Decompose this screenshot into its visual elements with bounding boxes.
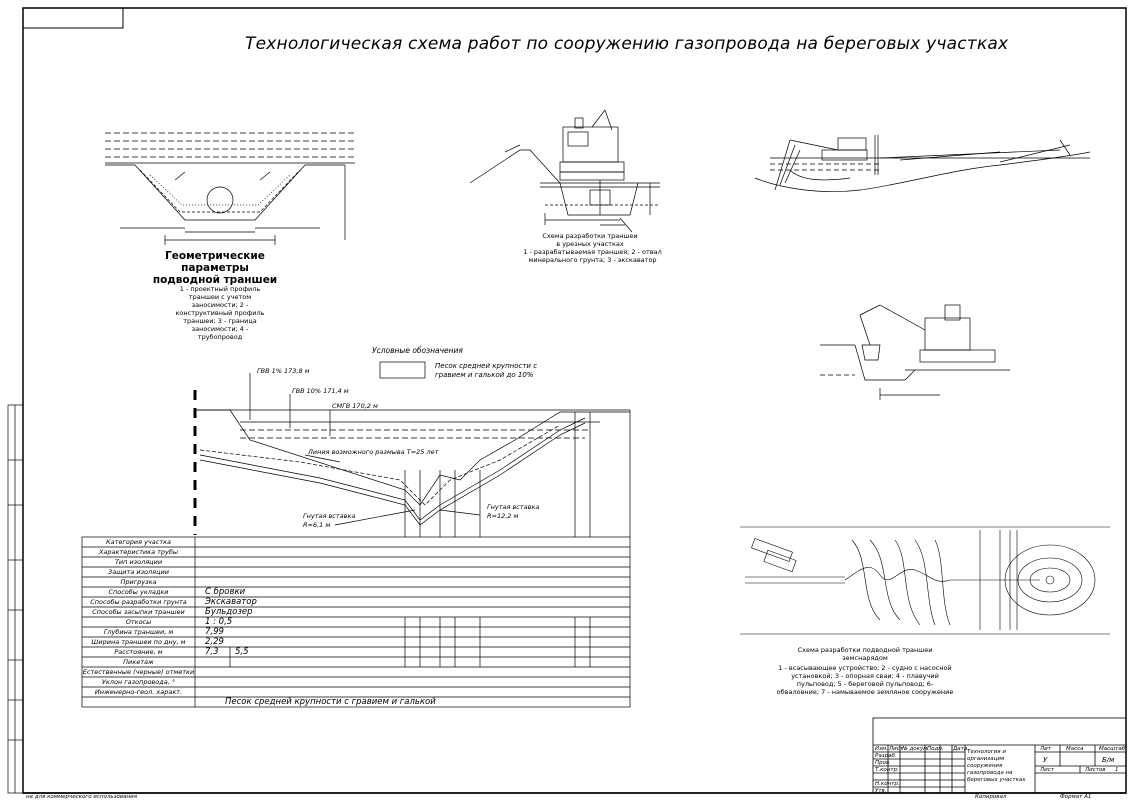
legend-item: Песок средней крупности с гравием и галь… [435, 362, 538, 379]
stamp-row-razrab: Разраб. [875, 753, 897, 759]
stamp-copied: Копировал [975, 794, 1007, 800]
bank-excavator-figure [820, 304, 1010, 400]
legend-title: Условные обозначения [372, 346, 463, 355]
bend-left-name: Гнутая вставка [303, 512, 356, 520]
table-row-label: Естественные (черные) отметки [82, 668, 195, 676]
excavator-figure [469, 109, 660, 233]
value-geology: Песок средней крупности с гравием и галь… [225, 697, 436, 707]
stamp-row-prov: Пров. [875, 760, 891, 766]
stamp-hdr-scale: Масштаб [1099, 746, 1126, 752]
level-smgv: СМГВ 170,2 м [332, 402, 378, 410]
stamp-row-sign: Подп. [927, 746, 944, 752]
stamp-hdr-mass: Масса [1066, 746, 1084, 752]
stamp-row-izm: Изм. [875, 746, 888, 752]
stamp-row-date: Дата [953, 746, 968, 752]
value-depth: 7,99 [205, 627, 224, 637]
table-row-label: Уклон газопровода, ° [101, 678, 176, 686]
trench-heading: Геометрические параметры подводной транш… [152, 250, 278, 286]
table-row-label: Ширина траншеи по дну, м [91, 638, 186, 646]
stamp-row-list: Лист [889, 746, 903, 752]
excavator-heading: Схема разработки траншеи в урезных участ… [542, 232, 638, 248]
table-row-label: Категория участка [105, 538, 172, 546]
footer-left: не для коммерческого использования [26, 794, 138, 800]
bend-right-name: Гнутая вставка [487, 503, 540, 511]
value-width: 2,29 [205, 637, 224, 647]
table-row-label: Способы засыпки траншеи [92, 608, 185, 616]
bend-right-radius: R=12,2 м [487, 512, 519, 520]
washout-label: Линия возможного размыва T=25 лет [308, 448, 439, 456]
table-row-label: Тип изоляции [114, 558, 163, 566]
stamp-row-nkontr: Н.контр. [875, 781, 900, 787]
level-gvv10: ГВВ 10% 171,4 м [292, 387, 349, 395]
stamp-hdr-lit: Лит [1040, 746, 1051, 752]
trench-section-figure [105, 132, 355, 245]
binding-strip [7, 404, 24, 794]
value-distance-2: 5,5 [235, 647, 249, 657]
table-row-label: Расстояние, м [114, 648, 163, 656]
value-distance-1: 7,3 [205, 647, 219, 657]
trench-legend: 1 - проектный профиль траншеи с учетом з… [175, 285, 265, 341]
stamp-sheets-label: Листов [1085, 767, 1106, 773]
table-row-label: Способы разработки грунта [90, 598, 187, 606]
stamp-row-doc: № докум. [902, 746, 930, 752]
profile-table-grid [81, 536, 631, 708]
stamp-sheets-value: 1 [1115, 767, 1119, 773]
value-slopes: 1 : 0,5 [205, 617, 233, 627]
sheet-title: Технологическая схема работ по сооружени… [245, 34, 1009, 54]
bend-left-radius: R=6,1 м [303, 521, 331, 529]
table-row-label: Способы укладки [108, 588, 169, 596]
dredge-plan-figure [740, 526, 1110, 635]
stamp-doc-title: Технология и организация сооружения газо… [967, 749, 1026, 783]
stamp-row-utv: Утв. [875, 788, 887, 794]
value-laying: С бровки [205, 587, 246, 597]
table-row-label: Инженерно-геол. характ. [94, 688, 183, 696]
level-gvv1: ГВВ 1% 173,8 м [257, 367, 310, 375]
table-labels: Категория участка Характеристика трубы Т… [82, 537, 195, 697]
table-row-label: Пригрузка [120, 578, 157, 586]
stamp-scale-value: Б/м [1102, 756, 1115, 764]
table-row-label: Защита изоляции [108, 568, 169, 576]
table-row-label: Откосы [125, 618, 152, 626]
dredge-legend: 1 - всасывающее устройство; 2 - судно с … [776, 664, 954, 696]
value-backfill: Бульдозер [205, 607, 253, 617]
stamp-format: Формат А1 [1060, 794, 1092, 800]
table-row-label: Характеристика трубы [98, 548, 179, 556]
longitudinal-profile [193, 373, 631, 537]
value-excavation: Экскаватор [205, 597, 257, 607]
excavator-legend: 1 - разрабатываемая траншея; 2 - отвал м… [523, 248, 662, 264]
table-row-label: Глубина траншеи, м [103, 628, 174, 636]
dredger-figure [754, 135, 1091, 192]
dredge-heading: Схема разработки подводной траншеи земсн… [797, 646, 933, 662]
stamp-lit-value: У [1043, 756, 1048, 764]
table-row-label: Пикетаж [123, 658, 154, 666]
stamp-row-tkontr: Т.контр. [875, 767, 899, 773]
stamp-sheet-label: Лист [1040, 767, 1054, 773]
legend-swatch [379, 361, 426, 379]
